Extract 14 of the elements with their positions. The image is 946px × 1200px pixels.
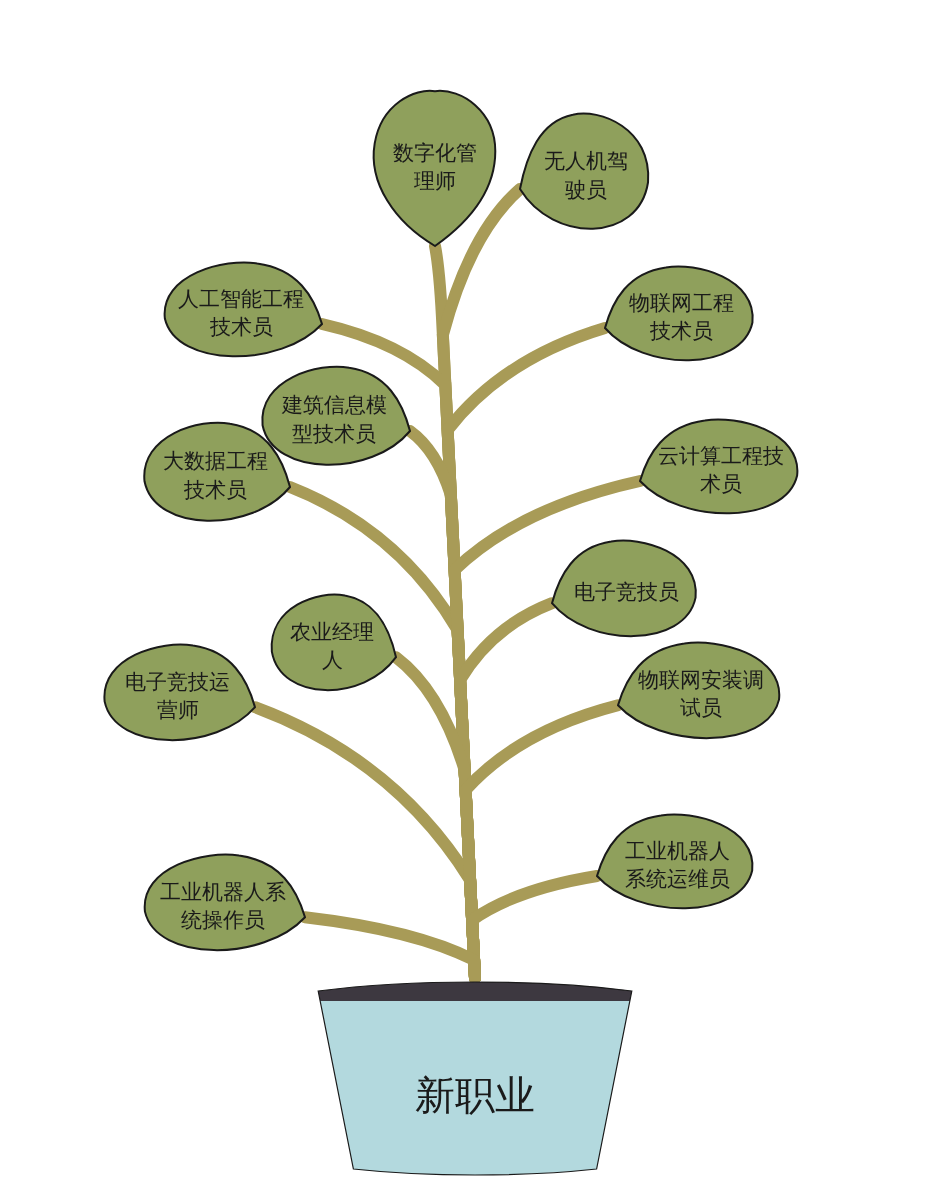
leaf-label: 电子竞技员 [572, 578, 680, 606]
leaf-label: 工业机器人系统操作员 [158, 878, 287, 934]
leaf-label: 人工智能工程技术员 [177, 285, 305, 341]
leaf-label: 电子竞技运营师 [124, 668, 231, 724]
leaf-label: 无人机驾驶员 [543, 148, 629, 204]
leaf-label: 云计算工程技术员 [657, 442, 785, 498]
leaf-label: 工业机器人系统运维员 [623, 837, 731, 893]
leaf-label: 物联网工程技术员 [627, 289, 735, 345]
leaf-label: 建筑信息模型技术员 [280, 392, 388, 448]
leaf-label: 大数据工程技术员 [161, 448, 269, 504]
pot-label: 新职业 [414, 1071, 536, 1120]
leaf-label: 物联网安装调试员 [637, 666, 765, 722]
leaf-label: 数字化管理师 [392, 139, 478, 195]
leaf-label: 农业经理人 [289, 618, 375, 674]
